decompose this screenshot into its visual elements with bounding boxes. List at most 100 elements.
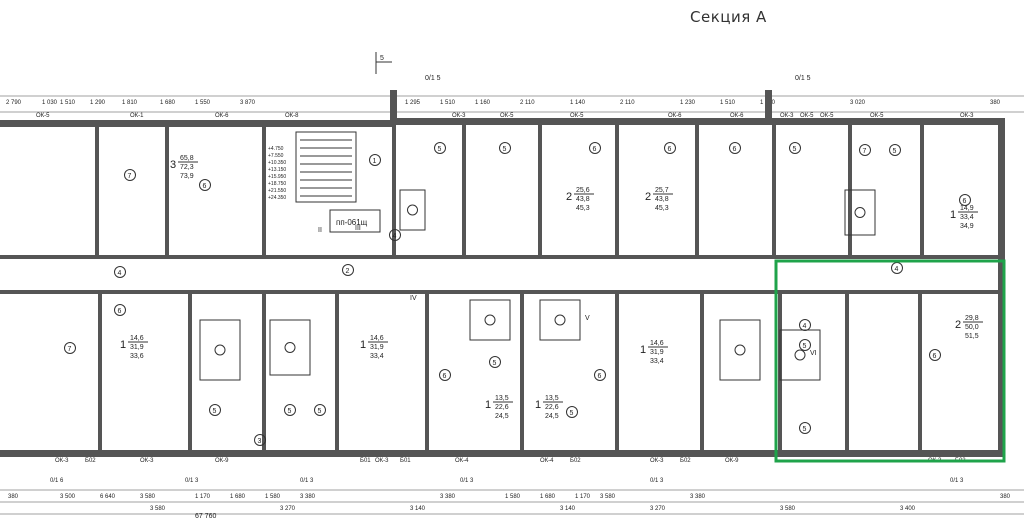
stair-mark-6: +21.550 (268, 188, 286, 194)
room-marker-27 (859, 144, 871, 156)
apartment-labels: 365,872,373,9225,643,845,3225,743,845,31… (120, 155, 983, 420)
bottom-dim-1-8: 3 380 (440, 494, 456, 500)
top-axis-b: 0/1 5 (795, 75, 811, 82)
stair-mark-5: +18.750 (268, 181, 286, 187)
svg-text:6: 6 (733, 146, 737, 153)
apartment-total-area-8: 31,9 (650, 349, 664, 356)
bottom-dim-1-5: 1 680 (230, 494, 246, 500)
apartment-rooms-1: 2 (566, 191, 572, 203)
apartment-living-area-7: 13,5 (545, 395, 559, 402)
top-dim-3: 1 290 (90, 100, 106, 106)
svg-text:7: 7 (863, 148, 867, 155)
selected-apartment-highlight[interactable] (774, 259, 1006, 463)
room-marker-3 (434, 142, 446, 154)
svg-text:5: 5 (493, 360, 497, 367)
room-marker-29 (389, 229, 401, 241)
top-dim-13: 2 110 (620, 100, 635, 106)
bottom-dim-2-5: 3 580 (780, 506, 796, 512)
bathroom-1 (469, 299, 511, 341)
room-marker-5 (589, 142, 601, 154)
window-mark-top-6: ОК-5 (570, 113, 584, 119)
apartment-total-area-5: 31,9 (370, 344, 384, 351)
room-marker-9 (889, 144, 901, 156)
window-mark-bottom-6: Б01 (400, 458, 411, 464)
room-marker-26 (254, 434, 266, 446)
window-mark-bottom-2: ОК-3 (140, 458, 154, 464)
svg-text:6: 6 (668, 146, 672, 153)
room-marker-20 (929, 349, 941, 361)
window-mark-bottom-7: ОК-4 (455, 458, 469, 464)
top-dim-17: 3 020 (850, 100, 866, 106)
window-mark-top-10: ОК-3 (780, 113, 794, 119)
svg-text:7: 7 (68, 346, 72, 353)
svg-text:5: 5 (213, 408, 217, 415)
room-marker-18 (799, 319, 811, 331)
zone-roman-3: V (585, 315, 590, 322)
room-marker-13 (114, 304, 126, 316)
bottom-axis-0: 0/1 6 (50, 478, 64, 484)
apartment-total-area-4: 31,9 (130, 344, 144, 351)
svg-text:6: 6 (593, 146, 597, 153)
apartment-area-with-balcony-7: 24,5 (545, 413, 559, 420)
room-marker-22 (284, 404, 296, 416)
window-mark-bottom-11: Б02 (680, 458, 691, 464)
apartment-living-area-3: 14,9 (960, 205, 974, 212)
room-marker-7 (729, 142, 741, 154)
window-mark-top-4: ОК-3 (452, 113, 466, 119)
apartment-rooms-8: 1 (640, 344, 646, 356)
svg-text:5: 5 (503, 146, 507, 153)
window-mark-top-8: ОК-6 (730, 113, 744, 119)
room-marker-17 (594, 369, 606, 381)
apartment-area-with-balcony-8: 33,4 (650, 358, 664, 365)
room-marker-14 (64, 342, 76, 354)
apartment-living-area-4: 14,6 (130, 335, 144, 342)
window-mark-top-1: ОК-1 (130, 113, 144, 119)
room-marker-11 (342, 264, 354, 276)
bottom-dim-1-0: 380 (8, 494, 19, 500)
svg-text:7: 7 (128, 173, 132, 180)
bottom-dim-1-11: 1 170 (575, 494, 591, 500)
section-cut-marker: 5 (375, 52, 392, 74)
apartment-living-area-6: 13,5 (495, 395, 509, 402)
zone-roman-1: III (355, 225, 361, 232)
top-dim-14: 1 230 (680, 100, 696, 106)
window-mark-top-9: ОК-5 (800, 113, 814, 119)
apartment-area-with-balcony-9: 51,5 (965, 333, 979, 340)
svg-text:5: 5 (288, 408, 292, 415)
svg-text:4: 4 (118, 270, 122, 277)
apartment-rooms-0: 3 (170, 159, 176, 171)
bathroom-7 (269, 319, 311, 376)
apartment-rooms-3: 1 (950, 209, 956, 221)
window-mark-top-11: ОК-5 (820, 113, 834, 119)
bathroom-5 (844, 189, 876, 236)
svg-text:6: 6 (203, 183, 207, 190)
bathrooms (199, 189, 876, 381)
section-title: Секция А (690, 8, 767, 26)
bottom-dim-2-0: 3 580 (150, 506, 166, 512)
staircase: пп-061щ +4.750+7.550+10.350+13.150+15.95… (268, 131, 381, 233)
room-marker-8 (789, 142, 801, 154)
room-marker-16 (439, 369, 451, 381)
room-marker-4 (499, 142, 511, 154)
apartment-total-area-7: 22,6 (545, 404, 559, 411)
svg-text:4: 4 (393, 233, 397, 240)
svg-text:3: 3 (258, 438, 262, 445)
bottom-total-dim: 67 760 (195, 513, 217, 520)
apartment-total-area-2: 43,8 (655, 196, 669, 203)
bottom-dim-1-2: 6 640 (100, 494, 116, 500)
top-dim-5: 1 680 (160, 100, 176, 106)
stair-mark-3: +13.150 (268, 167, 286, 173)
svg-text:5: 5 (893, 148, 897, 155)
bathroom-3 (719, 319, 761, 381)
apartment-living-area-2: 25,7 (655, 187, 669, 194)
apartment-area-with-balcony-5: 33,4 (370, 353, 384, 360)
apartment-total-area-1: 43,8 (576, 196, 590, 203)
stair-mark-4: +15.950 (268, 174, 286, 180)
apartment-area-with-balcony-4: 33,6 (130, 353, 144, 360)
stair-mark-7: +24.350 (268, 195, 286, 201)
window-mark-top-3: ОК-8 (285, 113, 299, 119)
apartment-area-with-balcony-6: 24,5 (495, 413, 509, 420)
